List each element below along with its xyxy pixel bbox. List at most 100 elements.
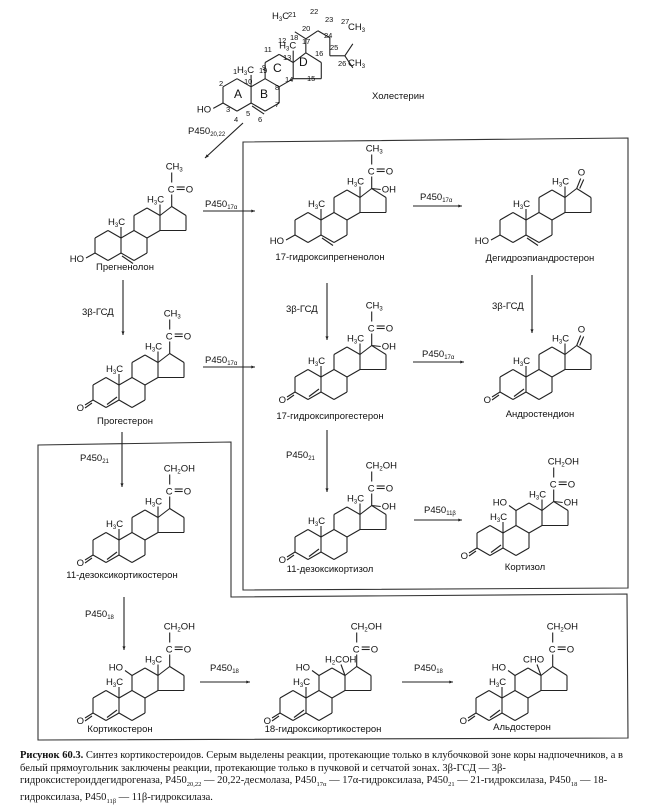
methyl-label: H3C bbox=[108, 217, 125, 229]
hydroxymethyl-label: CH2OH bbox=[351, 622, 382, 634]
double-bond bbox=[106, 709, 118, 718]
bond bbox=[131, 554, 146, 563]
bond bbox=[105, 554, 120, 563]
carbonyl-oxygen-label: O bbox=[386, 324, 393, 335]
methyl-label: H3C bbox=[513, 356, 530, 368]
keto-bond bbox=[576, 335, 582, 346]
bond bbox=[489, 525, 504, 534]
arrow-head bbox=[325, 488, 329, 492]
bond bbox=[84, 554, 94, 561]
bond bbox=[144, 690, 159, 699]
atom-number: 9 bbox=[262, 63, 266, 72]
arrow-shaft bbox=[204, 122, 244, 159]
hydroxymethyl-label: CH2OH bbox=[164, 464, 195, 476]
bond bbox=[551, 346, 566, 355]
atom-number: 13 bbox=[283, 53, 291, 62]
bond bbox=[538, 346, 553, 355]
bond bbox=[359, 505, 373, 515]
bond bbox=[133, 252, 148, 261]
methyl-label: H3C bbox=[489, 677, 506, 689]
bond bbox=[502, 525, 517, 534]
bond bbox=[475, 712, 490, 721]
caption-title: Рисунок 60.3. bbox=[20, 750, 84, 761]
bond bbox=[320, 391, 335, 400]
hydroxymethyl-label: H2COH bbox=[325, 655, 356, 667]
compound-name-aldosterone: Альдостерон bbox=[493, 722, 551, 733]
bond bbox=[476, 547, 491, 556]
atom-number: 14 bbox=[285, 75, 293, 84]
bond bbox=[333, 551, 348, 560]
keto-oxygen-label: O bbox=[461, 551, 468, 562]
bond bbox=[105, 532, 120, 541]
methyl-label: H3C bbox=[106, 519, 123, 531]
bond bbox=[553, 501, 569, 511]
atom-number: 18 bbox=[290, 33, 298, 42]
bond bbox=[271, 715, 280, 722]
bond bbox=[514, 690, 529, 699]
hydroxyl-label: OH bbox=[382, 502, 396, 513]
caption-sub: 20,22 bbox=[186, 781, 202, 789]
keto-oxygen-label: O bbox=[279, 395, 286, 406]
bond bbox=[371, 505, 387, 515]
hydroxymethyl-label: CH2OH bbox=[366, 461, 397, 473]
bond bbox=[320, 234, 335, 243]
carbonyl-carbon-label: C bbox=[368, 484, 375, 495]
bond bbox=[344, 43, 354, 57]
compound-name-cholesterol: Холестерин bbox=[372, 91, 424, 102]
bond bbox=[144, 509, 159, 518]
bond bbox=[490, 234, 501, 241]
bond bbox=[294, 369, 309, 378]
bond bbox=[333, 369, 348, 378]
keto-oxygen-label: O bbox=[578, 168, 585, 179]
double-bond bbox=[321, 237, 334, 246]
bond bbox=[144, 354, 159, 363]
bond bbox=[488, 690, 503, 699]
arrow-head bbox=[251, 209, 255, 213]
bond bbox=[467, 715, 476, 722]
bond bbox=[346, 346, 361, 355]
bond bbox=[131, 532, 146, 541]
methyl-label: H3C bbox=[347, 177, 364, 189]
bond bbox=[84, 715, 93, 722]
double-bond bbox=[526, 237, 539, 246]
bond bbox=[286, 394, 295, 401]
methyl-label: H3C bbox=[308, 516, 325, 528]
bond bbox=[346, 369, 361, 378]
bond bbox=[159, 206, 173, 216]
carbonyl-carbon-label: C bbox=[353, 645, 360, 656]
keto-oxygen-label: O bbox=[578, 325, 585, 336]
methyl-label: H3C bbox=[272, 11, 289, 23]
bond bbox=[105, 377, 120, 386]
bond bbox=[489, 547, 504, 556]
bond bbox=[552, 666, 568, 676]
ring-label: B bbox=[260, 87, 268, 101]
bond bbox=[307, 391, 322, 400]
bond bbox=[146, 230, 161, 239]
arrow-17oh-pregnenolone-to-17oh-progesterone bbox=[325, 283, 329, 340]
bond bbox=[118, 712, 133, 721]
bond bbox=[359, 345, 373, 355]
bond bbox=[536, 664, 542, 676]
hydroxyl-label: HO bbox=[492, 663, 506, 674]
bond bbox=[320, 212, 335, 221]
bond bbox=[551, 212, 566, 221]
bond bbox=[157, 353, 171, 363]
enzyme-label-p450-17a: P45017α bbox=[205, 355, 238, 367]
bond bbox=[222, 102, 238, 112]
bond bbox=[131, 509, 146, 518]
bond bbox=[120, 252, 135, 261]
bond bbox=[515, 502, 530, 511]
bond bbox=[538, 369, 553, 378]
bond bbox=[346, 212, 361, 221]
caption-text: — 18-гидроксилаза, P450 bbox=[20, 775, 608, 803]
bond bbox=[320, 369, 335, 378]
carbonyl-carbon-label: C bbox=[166, 487, 173, 498]
figure-caption: Рисунок 60.3. Синтез кортикостероидов. С… bbox=[20, 750, 645, 808]
bond bbox=[508, 505, 517, 511]
bond bbox=[131, 667, 146, 676]
bond bbox=[286, 554, 295, 561]
bond bbox=[525, 212, 540, 221]
bond bbox=[371, 345, 387, 355]
bond bbox=[468, 547, 478, 554]
